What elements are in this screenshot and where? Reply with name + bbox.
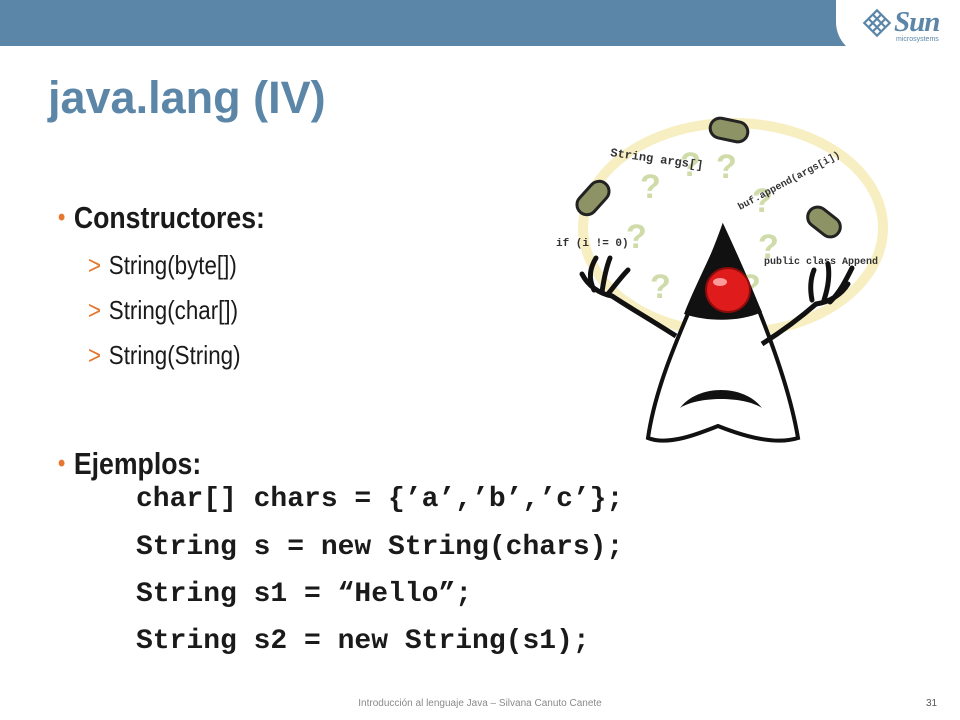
question-mark-icon: ?: [640, 168, 661, 206]
duke-mouth: [680, 390, 762, 408]
code-line: String s2 = new String(s1);: [136, 626, 590, 657]
logo-tab: [836, 0, 960, 56]
duke-nose: [705, 267, 751, 313]
slide-title: java.lang (IV): [48, 72, 326, 123]
duke-nose-highlight: [713, 278, 727, 286]
sun-diamond-icon: [862, 8, 892, 38]
sub-item: >String(byte[]): [88, 250, 237, 281]
bullet-heading: Ejemplos:: [73, 446, 202, 481]
sub-item-text: String(String): [108, 340, 241, 370]
arrow-icon: >: [88, 295, 102, 325]
bullet-heading: Constructores:: [73, 200, 265, 235]
logo-subtitle: microsystems: [896, 36, 939, 43]
orbit-text: public class Append: [764, 256, 878, 268]
arrow-icon: >: [88, 340, 102, 370]
question-mark-icon: ?: [752, 182, 773, 220]
duke-juggling-illustration: ? ? ? ? ? ? ? ? String args[] buf.append…: [556, 116, 888, 443]
sub-item-text: String(byte[]): [108, 250, 237, 280]
bullet-ejemplos: • Ejemplos:: [58, 446, 201, 482]
bean-icon: [708, 116, 750, 144]
question-mark-icon: ?: [680, 146, 701, 184]
sub-item: >String(char[]): [88, 295, 238, 326]
question-mark-icon: ?: [650, 268, 671, 306]
bean-icon: [806, 205, 842, 239]
slide-footer: Introducción al lenguaje Java – Silvana …: [358, 698, 602, 709]
code-line: char[] chars = {’a’,’b’,’c’};: [136, 484, 624, 515]
sun-logo: Sun microsystems: [862, 4, 952, 48]
bullet-constructores: • Constructores:: [58, 200, 265, 236]
bullet-dot: •: [58, 450, 66, 477]
duke-left-arm: [610, 293, 678, 339]
arrow-icon: >: [88, 250, 102, 280]
page-number: 31: [926, 698, 938, 709]
code-line: String s1 = “Hello”;: [136, 579, 473, 610]
orbit-text: if (i != 0): [556, 238, 629, 250]
sub-item: >String(String): [88, 340, 241, 371]
logo-word: Sun: [894, 6, 940, 38]
question-mark-icon: ?: [626, 218, 647, 256]
bean-icon: [575, 179, 611, 217]
header-bar: [0, 0, 960, 46]
question-mark-icon: ?: [716, 148, 737, 186]
sub-item-text: String(char[]): [108, 295, 239, 325]
duke-right-hand-icon: [808, 261, 855, 307]
duke-right-arm: [760, 302, 818, 347]
question-mark-icon: ?: [758, 228, 779, 266]
duke-left-hand-icon: [579, 255, 631, 299]
code-line: String s = new String(chars);: [136, 532, 624, 563]
duke-body: [645, 222, 801, 443]
bullet-dot: •: [58, 204, 66, 231]
